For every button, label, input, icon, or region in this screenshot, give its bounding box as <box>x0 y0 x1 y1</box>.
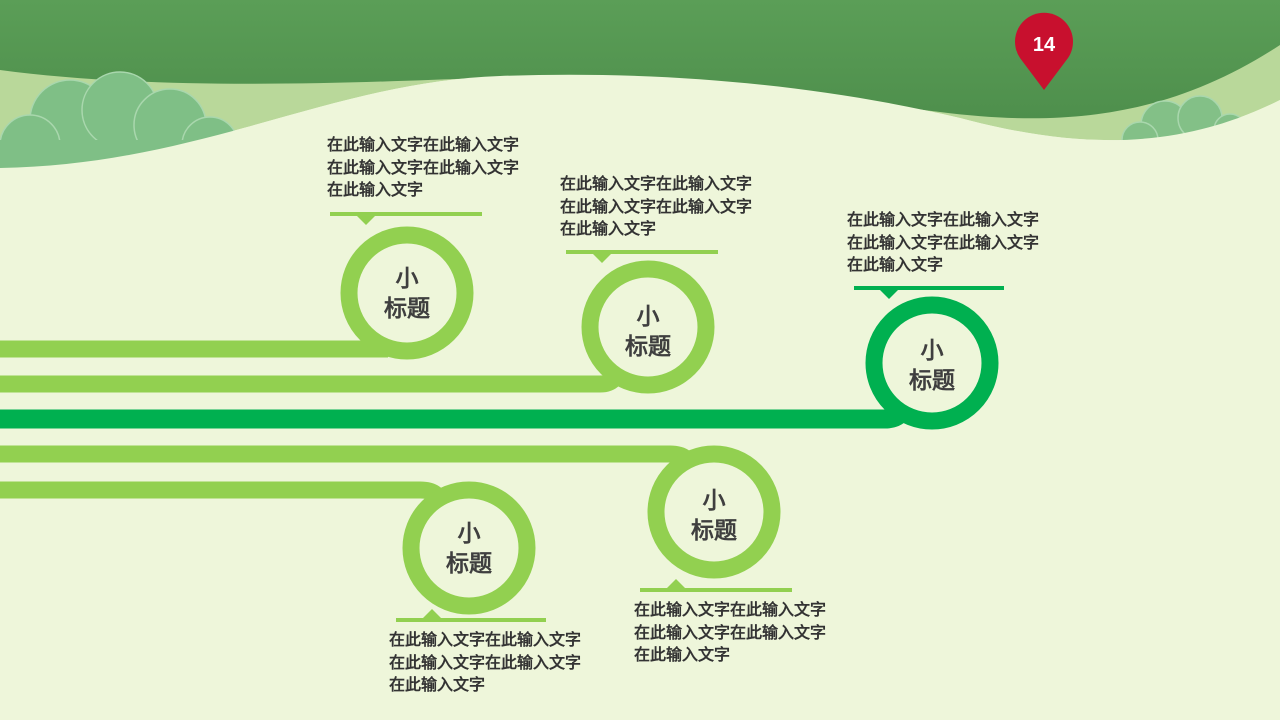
header-wave-dark <box>0 0 1280 119</box>
ring-2 <box>581 260 715 394</box>
node-desc-4: 在此输入文字在此输入文字在此输入文字在此输入文字在此输入文字 <box>634 600 827 664</box>
node-rings <box>340 226 999 615</box>
node-title-4: 小 标题 <box>691 488 737 544</box>
node-desc-5: 在此输入文字在此输入文字在此输入文字在此输入文字在此输入文字 <box>389 630 582 694</box>
ring-4 <box>647 445 781 579</box>
node-desc-3: 在此输入文字在此输入文字在此输入文字在此输入文字在此输入文字 <box>847 210 1040 274</box>
node-title-5: 小 标题 <box>446 521 492 577</box>
node-title-3: 小 标题 <box>909 338 955 394</box>
node-desc-1: 在此输入文字在此输入文字在此输入文字在此输入文字在此输入文字 <box>327 135 520 199</box>
callout-bars <box>330 212 1004 622</box>
node-title-2: 小 标题 <box>625 304 671 360</box>
ring-1 <box>340 226 474 360</box>
ring-3 <box>865 296 999 430</box>
page-number: 14 <box>1032 34 1056 56</box>
node-title-1: 小 标题 <box>384 266 430 322</box>
page-badge-pin-icon <box>1014 12 1073 90</box>
node-desc-2: 在此输入文字在此输入文字在此输入文字在此输入文字在此输入文字 <box>560 174 753 238</box>
ring-5 <box>402 481 536 615</box>
